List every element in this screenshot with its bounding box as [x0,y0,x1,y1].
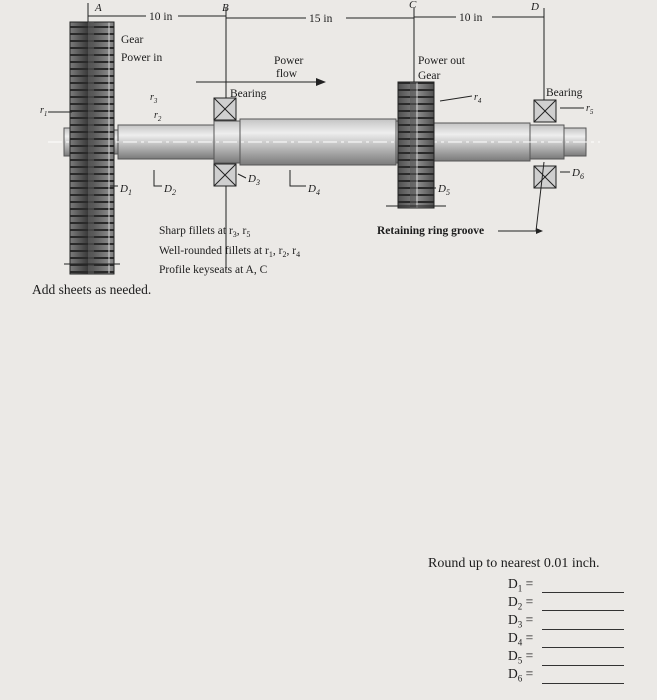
note-well-rounded-fillets: Well-rounded fillets at r1, r2, r4 [159,245,300,259]
dim-ab-label: 10 in [149,11,173,23]
point-a-label: A [94,2,102,14]
retaining-groove-pointer [535,161,545,232]
answer-blank-d4[interactable] [542,635,624,648]
diameter-d4: D4 [307,183,320,197]
note-profile-keyseats: Profile keyseats at A, C [159,264,268,276]
diameter-d5: D5 [437,183,450,197]
fillet-r5: r5 [586,103,594,116]
power-flow-label-2: flow [276,68,298,80]
answer-row-d1: D1 = [508,575,628,594]
diameter-d2: D2 [163,183,176,197]
power-out-label-1: Power out [418,55,466,67]
bearing-d [533,99,557,189]
answer-blank-d5[interactable] [542,653,624,666]
answer-label-d4: D4 = [508,630,534,648]
diameter-d6: D6 [571,167,584,181]
gear-power-in-label-2: Power in [121,52,162,64]
answer-label-d6: D6 = [508,666,534,685]
answer-label-d3: D3 = [508,611,534,630]
diameter-d3: D3 [247,173,260,187]
point-c-label: C [409,0,417,11]
answer-blank-d2[interactable] [542,598,624,612]
answer-blank-d3[interactable] [542,617,624,630]
answer-row-d4: D4 = [508,630,628,648]
diameter-d1: D1 [119,183,132,197]
gear-power-in-label-1: Gear [121,34,144,46]
power-flow-arrowhead [316,78,326,86]
fillet-r4: r4 [474,92,482,105]
point-b-label: B [222,2,229,14]
dim-bc-label: 15 in [309,13,333,25]
fillet-r2: r2 [154,110,162,123]
answer-block: Round up to nearest 0.01 inch. D1 =D2 =D… [428,556,628,685]
dim-cd-label: 10 in [459,12,483,24]
answer-rows: D1 =D2 =D3 =D4 =D5 =D6 = [428,575,628,685]
answer-row-d2: D2 = [508,593,628,612]
fillet-r1: r1 [40,105,47,118]
answer-label-d2: D2 = [508,593,534,612]
answer-label-d5: D5 = [508,648,534,666]
add-sheets-note: Add sheets as needed. [32,282,152,297]
point-d-label: D [530,1,539,13]
note-sharp-fillets: Sharp fillets at r3, r5 [159,225,250,239]
input-gear [69,21,115,275]
output-gear [397,81,435,209]
diameter-leaders [110,170,570,189]
answer-blank-d1[interactable] [542,580,624,594]
power-out-label-2: Gear [418,70,441,82]
answer-row-d5: D5 = [508,648,628,666]
fillet-r3: r3 [150,92,158,105]
retaining-groove-arrowhead [536,228,543,234]
answer-label-d1: D1 = [508,575,534,594]
answer-blank-d6[interactable] [542,671,624,685]
round-note: Round up to nearest 0.01 inch. [428,556,600,571]
bearing-d-label: Bearing [546,87,583,99]
fillet-r4-leader [439,95,473,102]
answer-row-d3: D3 = [508,611,628,630]
retaining-groove-label: Retaining ring groove [377,225,484,237]
dimension-lines [87,3,545,270]
power-flow-label-1: Power [274,55,304,67]
bearing-b [213,97,237,187]
answer-row-d6: D6 = [508,666,628,685]
bearing-b-label: Bearing [230,88,267,100]
